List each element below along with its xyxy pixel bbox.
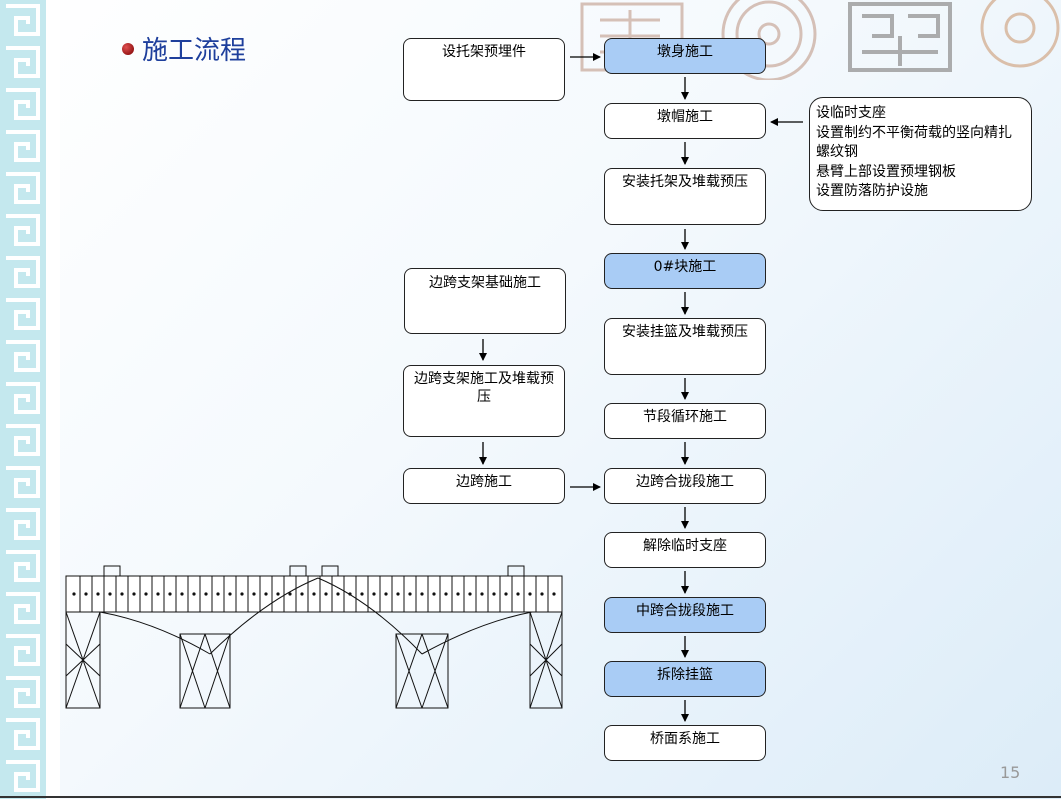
flow-step-pier-body: 墩身施工 [604,38,766,74]
flow-step-mid-closure: 中跨合拢段施工 [604,597,766,633]
flow-step-block-0: 0#块施工 [604,253,766,289]
side-step-side-span: 边跨施工 [403,468,565,504]
note-line: 设置防落防护设施 [816,183,928,199]
bullet-icon [122,42,134,55]
side-step-support-foundation: 边跨支架基础施工 [404,268,566,334]
flow-step-side-closure: 边跨合拢段施工 [604,468,766,504]
page-number: 15 [1000,763,1021,782]
side-step-embedded-parts: 设托架预埋件 [403,38,565,101]
flow-step-release-support: 解除临时支座 [604,532,766,568]
title-area: 施工流程 [122,30,246,67]
flow-step-cradle-preload: 安装挂篮及堆载预压 [604,318,766,375]
flow-step-pier-cap: 墩帽施工 [604,103,766,139]
bridge-illustration [65,565,563,709]
page-title: 施工流程 [142,36,247,66]
note-line: 悬臂上部设置预埋钢板 [816,163,956,180]
flow-step-bracket-preload: 安装托架及堆载预压 [604,168,766,225]
notes-box: 设临时支座 设置制约不平衡荷载的竖向精扎 螺纹钢 悬臂上部设置预埋钢板 设置防落… [809,97,1032,211]
note-line: 螺纹钢 [816,144,858,160]
flow-step-remove-cradle: 拆除挂篮 [604,661,766,697]
flow-step-segment-cycle: 节段循环施工 [604,403,766,439]
note-line: 设临时支座 [816,105,886,121]
bottom-divider [0,796,1061,798]
note-line: 设置制约不平衡荷载的竖向精扎 [816,124,1012,141]
flow-step-deck-system: 桥面系施工 [604,725,766,761]
side-step-support-preload: 边跨支架施工及堆载预压 [403,365,565,437]
decorative-border [0,0,60,799]
